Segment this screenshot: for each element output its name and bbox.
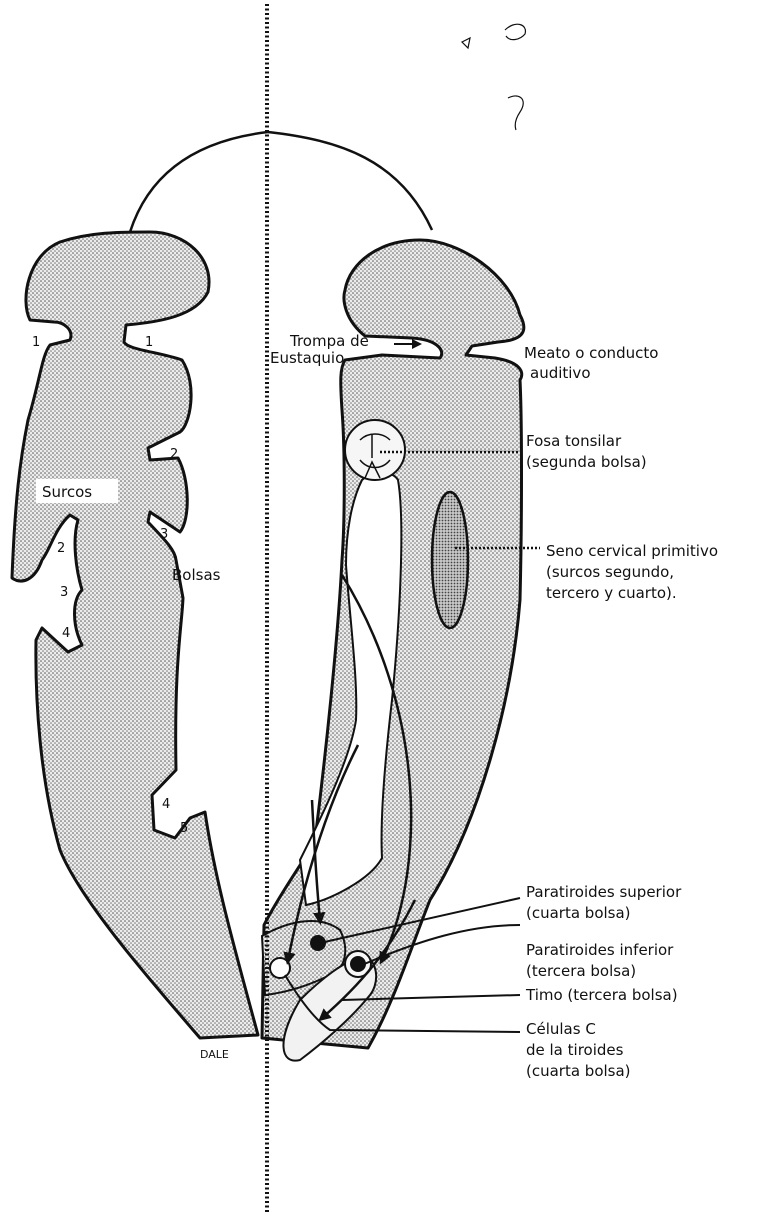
bolsas-label: Bolsas [172,566,221,584]
cervical-sinus [432,492,468,628]
label-timo: Timo (tercera bolsa) [525,986,678,1004]
left-half-body [12,232,258,1038]
groove-number-2: 2 [57,541,65,556]
c-cells [270,958,290,978]
label-fosa: Fosa tonsilar (segunda bolsa) [526,432,647,471]
pouch-number-1: 1 [145,335,153,350]
surcos-label: Surcos [42,483,92,501]
label-para-superior: Paratiroides superior (cuarta bolsa) [526,883,686,922]
tonsillar-fossa [345,420,405,480]
label-meato: Meato o conducto auditivo [524,344,663,382]
label-celulas: Células C de la tiroides (cuarta bolsa) [526,1020,631,1080]
page-scribble [462,24,525,130]
pouch-number-5: 5 [180,821,188,836]
pouch-number-4: 4 [162,797,170,812]
head-outline [130,132,432,232]
pouch-number-3: 3 [160,527,168,542]
artist-signature: DALE [200,1048,229,1061]
groove-number-1: 1 [32,335,40,350]
pouch-number-2: 2 [170,447,178,462]
label-para-inferior: Paratiroides inferior (tercera bolsa) [526,941,678,980]
groove-number-3: 3 [60,585,68,600]
groove-number-4: 4 [62,626,70,641]
label-seno: Seno cervical primitivo (surcos segundo,… [546,542,723,602]
